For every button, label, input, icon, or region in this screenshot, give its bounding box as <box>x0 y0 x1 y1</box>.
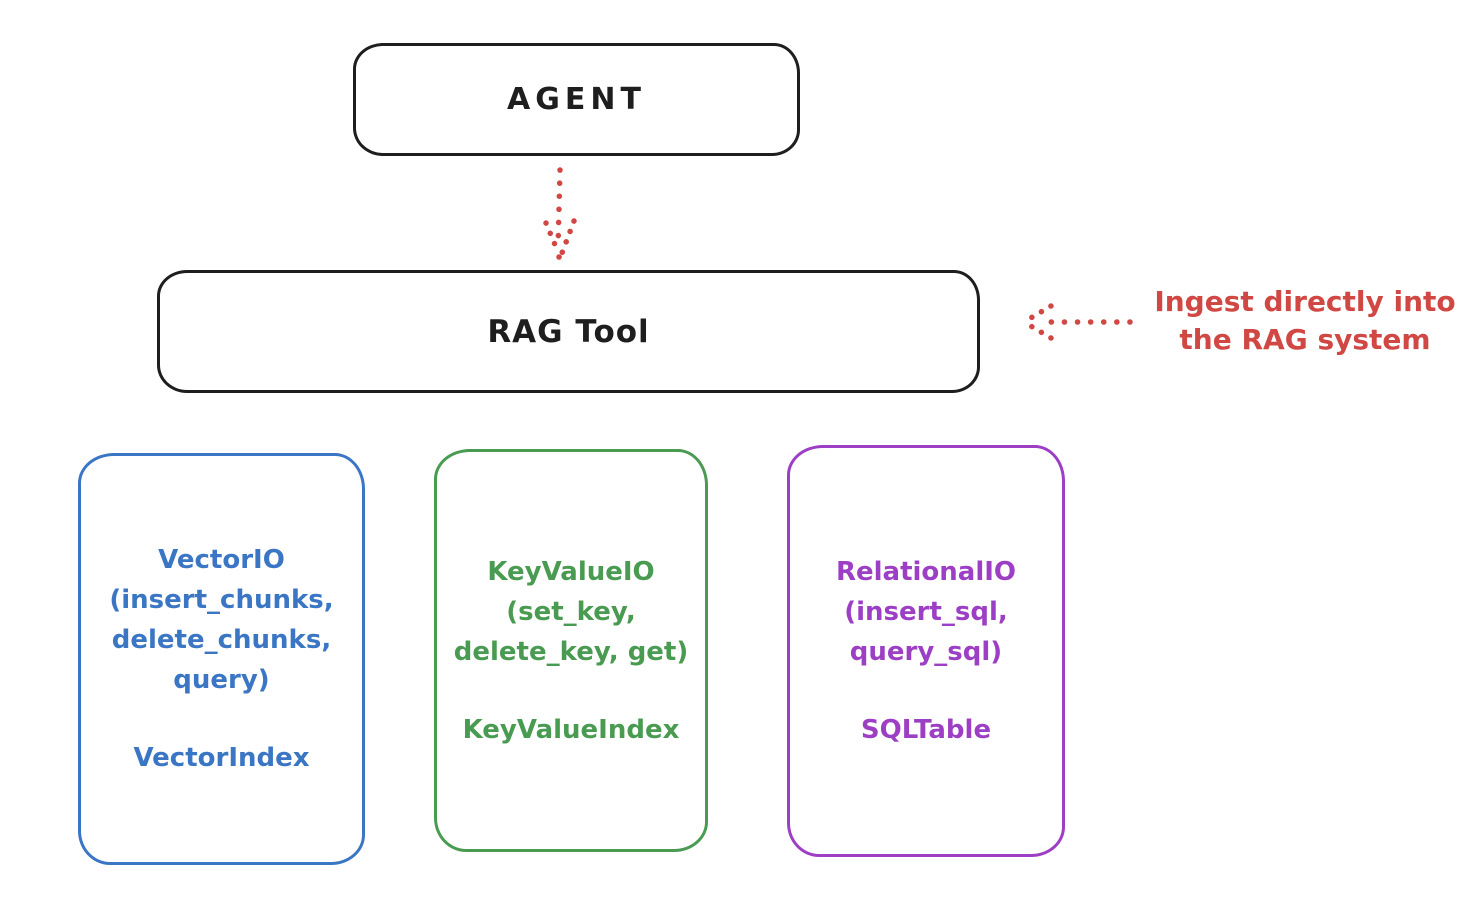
vector-io-card: VectorIO (insert_chunks, delete_chunks, … <box>78 453 365 865</box>
keyvalue-io-card: KeyValueIO (set_key, delete_key, get) Ke… <box>434 449 708 852</box>
relational-io-title: RelationalIO <box>835 557 1017 587</box>
ingest-annotation-line-2: the RAG system <box>1179 323 1431 356</box>
agent-node: AGENT <box>353 43 800 156</box>
keyvalue-io-params-line-2: delete_key, get) <box>453 636 689 667</box>
relational-io-card: RelationalIO (insert_sql, query_sql) SQL… <box>787 445 1065 857</box>
sql-table-label: SQLTable <box>860 715 992 745</box>
ingest-annotation-line-1: Ingest directly into <box>1154 285 1456 318</box>
vector-index-label: VectorIndex <box>133 743 310 773</box>
rag-tool-label: RAG Tool <box>487 313 650 350</box>
keyvalue-index-label: KeyValueIndex <box>462 714 680 745</box>
ingest-annotation: Ingest directly into the RAG system <box>1133 283 1477 359</box>
rag-tool-node: RAG Tool <box>157 270 980 393</box>
vector-io-params-line-2: delete_chunks, <box>111 625 332 655</box>
agent-label: AGENT <box>507 82 646 117</box>
relational-io-params-line-1: (insert_sql, <box>844 597 1008 627</box>
vector-io-params-line-1: (insert_chunks, <box>109 585 334 615</box>
agent-to-rag-arrow <box>543 167 577 260</box>
relational-io-params-line-2: query_sql) <box>849 637 1003 667</box>
vector-io-params-line-3: query) <box>173 665 270 695</box>
vector-io-title: VectorIO <box>158 545 285 575</box>
keyvalue-io-title: KeyValueIO <box>487 556 655 587</box>
ingest-arrow <box>1021 303 1133 341</box>
keyvalue-io-params-line-1: (set_key, <box>506 596 636 627</box>
